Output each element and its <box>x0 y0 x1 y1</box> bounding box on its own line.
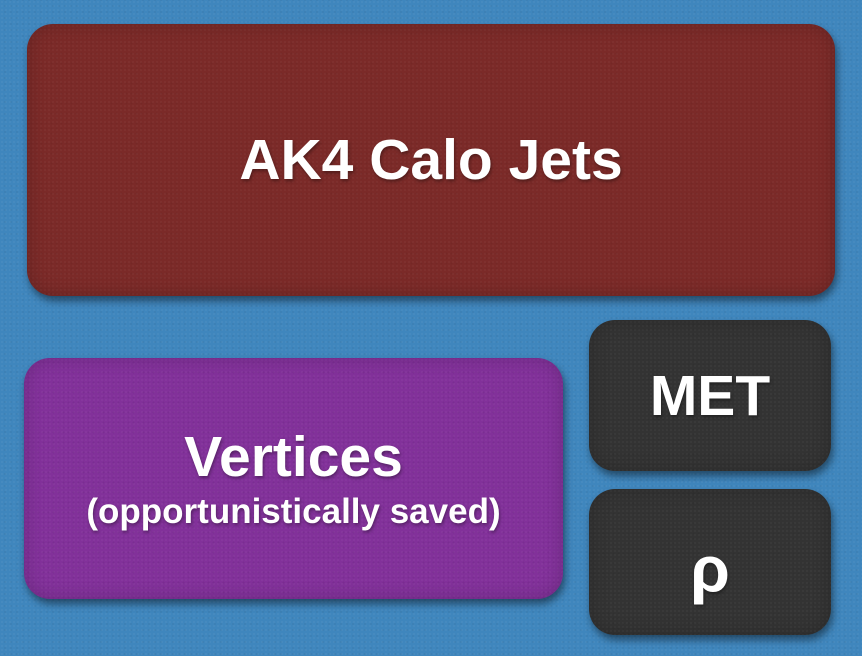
rho-box: ρ <box>589 489 831 635</box>
rho-label: ρ <box>690 533 730 605</box>
vertices-label: Vertices <box>184 424 403 489</box>
met-box: MET <box>589 320 831 471</box>
met-label: MET <box>649 363 771 428</box>
calo-jets-label: AK4 Calo Jets <box>239 128 623 192</box>
vertices-box: Vertices (opportunistically saved) <box>24 358 563 599</box>
calo-jets-box: AK4 Calo Jets <box>27 24 835 296</box>
vertices-sublabel: (opportunistically saved) <box>86 491 501 531</box>
